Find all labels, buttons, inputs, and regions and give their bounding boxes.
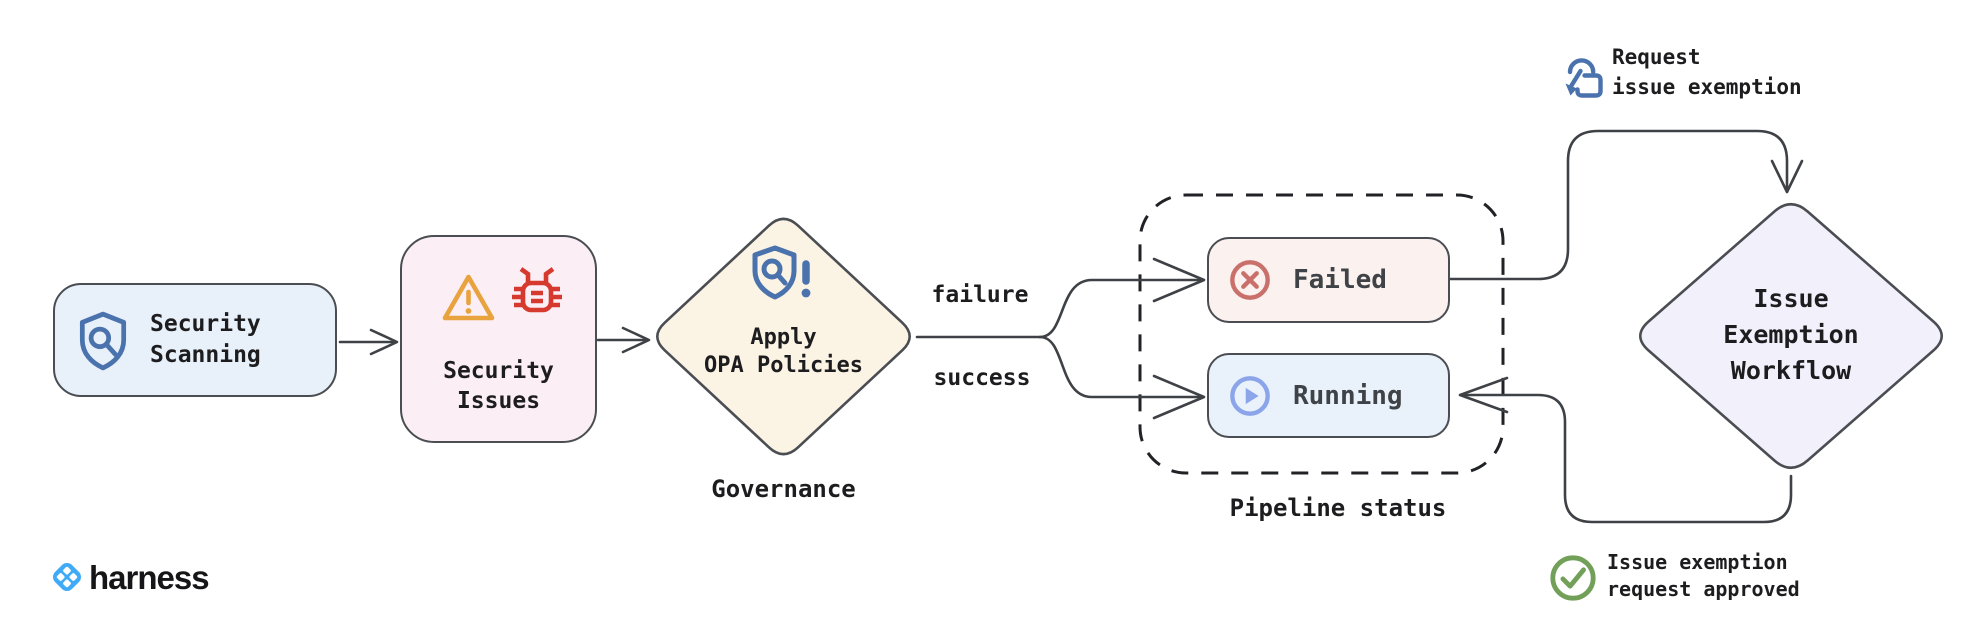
circle-check-icon [1548,553,1598,603]
security-scanning-node [53,283,337,397]
edge-failed-to-exemption-arrowhead [1770,159,1804,194]
shield-policy-alert-icon [751,241,815,313]
issue-exemption-diamond [1639,202,1943,470]
security-scanning-label: Security Scanning [150,311,261,368]
security-issues-node [400,235,597,443]
success-edge-label: success [933,365,1031,391]
tap-click-icon [1560,47,1605,101]
edge-success [1038,335,1205,399]
failure-edge-label: failure [931,282,1029,308]
circle-x-icon [1229,259,1271,301]
edge-failure-arrowhead [1152,257,1206,303]
edge-scanning-to-issues-arrowhead [369,328,399,356]
bug-icon [508,264,566,324]
edge-issues-to-opa-arrowhead [621,326,651,354]
edge-exemption-to-running [1460,393,1793,524]
harness-logo-icon [47,557,87,597]
running-status-box: Running [1207,353,1450,438]
edge-failed-to-exemption [1448,129,1789,281]
request-approved-annotation: Issue exemption request approved [1607,550,1800,601]
issue-exemption-label: Issue Exemption Workflow [1723,284,1859,385]
brand-wordmark: harness [89,559,210,596]
apply-opa-label: Apply OPA Policies [704,325,863,378]
apply-opa-diamond [656,217,911,456]
pipeline-status-caption: Pipeline status [1229,494,1447,522]
security-issues-label: Security Issues [443,358,554,414]
running-status-label: Running [1293,380,1403,411]
failed-status-label: Failed [1293,265,1387,295]
failed-status-box: Failed [1207,237,1450,323]
governance-caption: Governance [711,475,856,503]
warning-triangle-icon [441,272,496,323]
request-exemption-annotation: Request issue exemption [1612,45,1802,99]
edge-failure [1038,278,1205,339]
shield-search-icon [77,311,129,371]
pipeline-status-dashed-container [1138,193,1505,475]
circle-play-icon [1229,375,1271,417]
edge-exemption-to-running-arrowhead [1458,376,1509,414]
edge-success-arrowhead [1152,374,1206,420]
